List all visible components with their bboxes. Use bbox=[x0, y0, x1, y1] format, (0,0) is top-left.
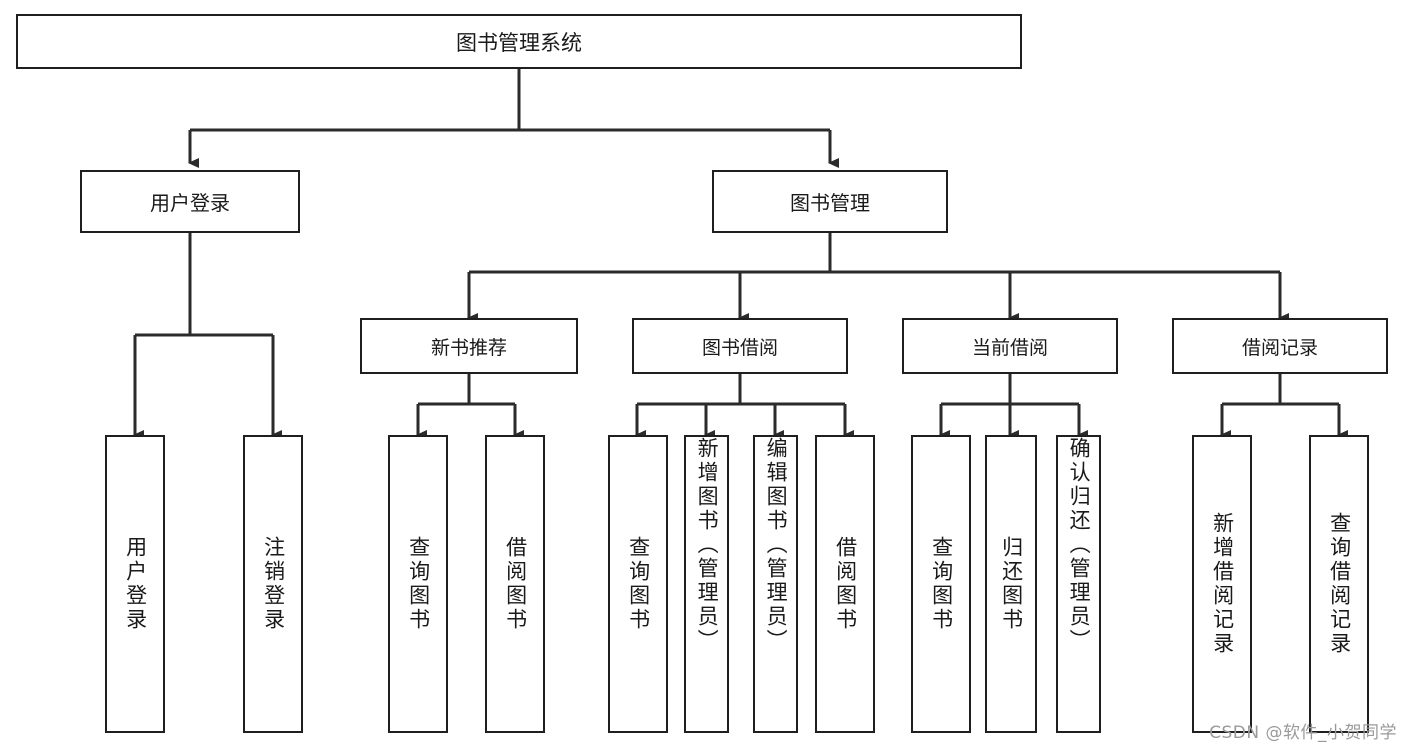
leaf-label: 用户登录 bbox=[123, 536, 148, 632]
leaf-label: 归还图书 bbox=[999, 536, 1024, 632]
node-book-borrow[interactable]: 图书借阅 bbox=[632, 318, 848, 374]
leaf-logout[interactable]: 注销登录 bbox=[243, 435, 303, 733]
leaf-label: 新增图书（管理员） bbox=[695, 437, 720, 653]
leaf-label: 新增借阅记录 bbox=[1210, 512, 1235, 656]
node-new-book-recommend[interactable]: 新书推荐 bbox=[360, 318, 578, 374]
leaf-label: 查询图书 bbox=[929, 536, 954, 632]
leaf-user-login[interactable]: 用户登录 bbox=[105, 435, 165, 733]
leaf-return-book[interactable]: 归还图书 bbox=[985, 435, 1037, 733]
leaf-confirm-return-admin[interactable]: 确认归还（管理员） bbox=[1056, 435, 1101, 733]
leaf-query-borrow-record[interactable]: 查询借阅记录 bbox=[1309, 435, 1369, 733]
node-root-system[interactable]: 图书管理系统 bbox=[16, 14, 1022, 69]
leaf-label: 查询借阅记录 bbox=[1327, 512, 1352, 656]
leaf-add-borrow-record[interactable]: 新增借阅记录 bbox=[1192, 435, 1252, 733]
leaf-label: 确认归还（管理员） bbox=[1067, 437, 1092, 653]
node-book-management[interactable]: 图书管理 bbox=[712, 170, 948, 233]
leaf-borrow-book-new[interactable]: 借阅图书 bbox=[485, 435, 545, 733]
node-borrow-record[interactable]: 借阅记录 bbox=[1172, 318, 1388, 374]
leaf-query-book-borrow[interactable]: 查询图书 bbox=[608, 435, 668, 733]
leaf-label: 编辑图书（管理员） bbox=[764, 437, 789, 653]
node-user-login[interactable]: 用户登录 bbox=[80, 170, 300, 233]
leaf-label: 查询图书 bbox=[406, 536, 431, 632]
leaf-label: 注销登录 bbox=[261, 536, 286, 632]
leaf-query-book-current[interactable]: 查询图书 bbox=[911, 435, 971, 733]
leaf-label: 借阅图书 bbox=[503, 536, 528, 632]
leaf-query-book-new[interactable]: 查询图书 bbox=[388, 435, 448, 733]
leaf-edit-book-admin[interactable]: 编辑图书（管理员） bbox=[753, 435, 798, 733]
leaf-add-book-admin[interactable]: 新增图书（管理员） bbox=[684, 435, 729, 733]
leaf-label: 查询图书 bbox=[626, 536, 651, 632]
node-current-borrow[interactable]: 当前借阅 bbox=[902, 318, 1118, 374]
leaf-borrow-book[interactable]: 借阅图书 bbox=[815, 435, 875, 733]
leaf-label: 借阅图书 bbox=[833, 536, 858, 632]
